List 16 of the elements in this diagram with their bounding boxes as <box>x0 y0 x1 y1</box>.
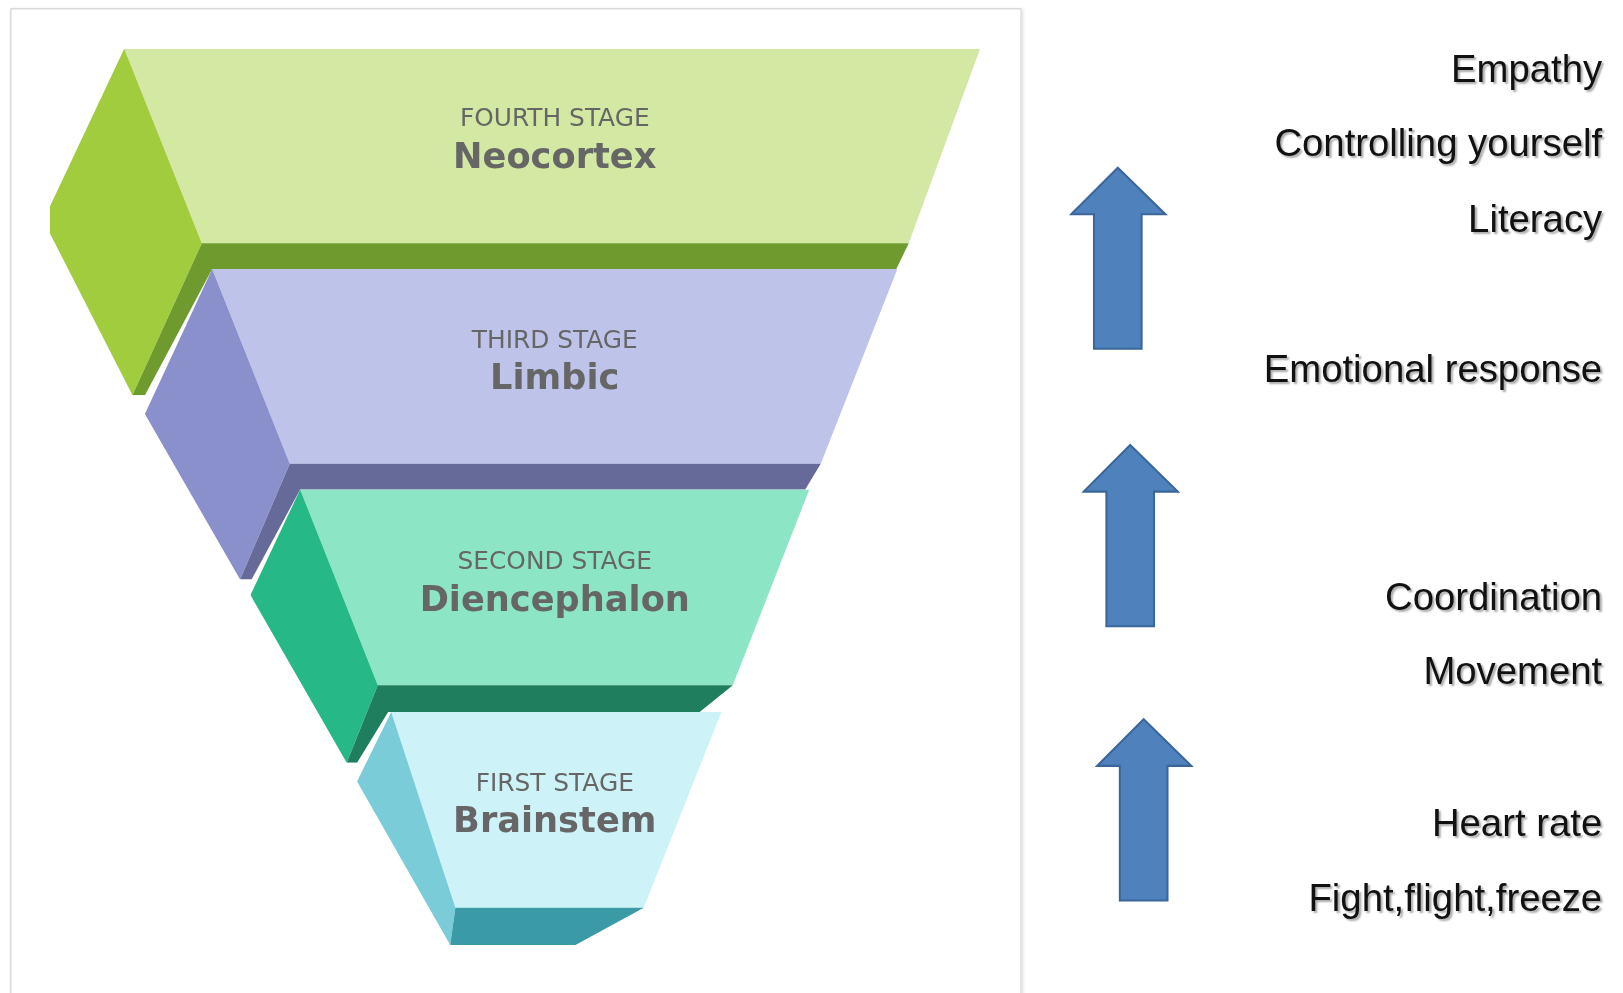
stage-name: Limbic <box>490 356 620 398</box>
stage-label: FOURTH STAGE <box>459 103 650 133</box>
function-label: Movement <box>1423 650 1603 694</box>
function-label: Fight,flight,freeze <box>1308 876 1603 921</box>
function-label: Empathy <box>1451 47 1603 92</box>
function-label: Controlling yourself <box>1274 122 1603 166</box>
stage-name: Brainstem <box>453 799 657 841</box>
function-label: Literacy <box>1468 197 1603 242</box>
stage-name: Diencephalon <box>419 577 690 619</box>
function-label: Emotional response <box>1263 347 1603 392</box>
stage-label: FIRST STAGE <box>475 767 634 797</box>
function-label: Heart rate <box>1431 802 1603 846</box>
stage-name: Neocortex <box>453 134 657 176</box>
stage-label: SECOND STAGE <box>457 546 652 576</box>
stage-label: THIRD STAGE <box>471 325 638 354</box>
function-label: Coordination <box>1385 575 1603 619</box>
